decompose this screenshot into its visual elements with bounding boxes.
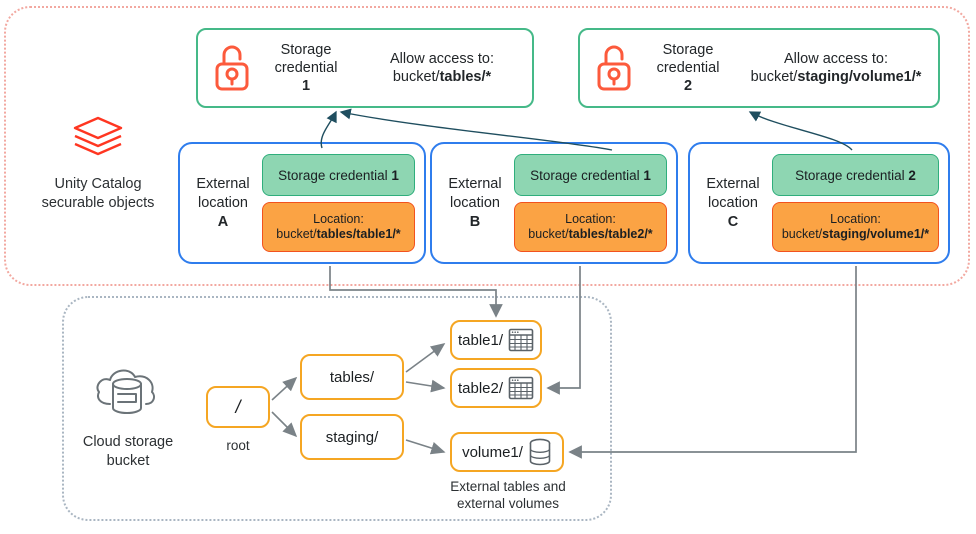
external-location-chips-c: Storage credential 2 Location: bucket/st… — [772, 154, 948, 252]
extloc-name-line2: location — [198, 194, 248, 211]
extloc-letter: B — [469, 213, 481, 230]
credential-title-2: Storage credential 2 — [642, 41, 734, 95]
bucket-node-label: table1/ — [457, 331, 504, 349]
credential-chip-number: 2 — [908, 167, 916, 183]
uc-label-line1: Unity Catalog — [54, 176, 142, 192]
credential-chip-number: 1 — [643, 167, 651, 183]
credential-chip-label: Storage credential — [530, 167, 640, 183]
location-chip-prefix: bucket/ — [528, 227, 569, 241]
location-chip-b[interactable]: Location: bucket/tables/table2/* — [514, 202, 667, 252]
external-location-card-a[interactable]: External location A Storage credential 1… — [178, 142, 426, 264]
unity-catalog-rail-label: Unity Catalog securable objects — [18, 175, 178, 213]
bucket-node-tables[interactable]: tables/ — [300, 354, 404, 400]
external-location-name-a: External location A — [180, 175, 262, 232]
location-chip-path: bucket/tables/table1/* — [276, 227, 400, 242]
credential-chip-number: 1 — [391, 167, 399, 183]
bucket-node-table1[interactable]: table1/ — [450, 320, 542, 360]
bucket-node-root[interactable]: / — [206, 386, 270, 428]
credential-allow-2: Allow access to: bucket/staging/volume1/… — [734, 50, 938, 86]
external-assets-caption-line2: external volumes — [456, 496, 560, 511]
lock-icon — [594, 43, 634, 93]
credential-chip-a[interactable]: Storage credential 1 — [262, 154, 415, 196]
extloc-name-line2: location — [450, 194, 500, 211]
table-icon — [508, 376, 534, 400]
extloc-name-line1: External — [448, 175, 502, 192]
location-chip-bold: staging/volume1/* — [822, 227, 930, 241]
location-chip-prefix: bucket/ — [781, 227, 823, 241]
credential-number: 1 — [301, 78, 311, 94]
location-chip-label: Location: — [830, 212, 881, 226]
location-chip-label: Location: — [313, 212, 364, 226]
bucket-node-label: / — [235, 396, 241, 417]
external-assets-caption-line1: External tables and — [450, 479, 566, 494]
credential-chip-label: Storage credential — [795, 167, 905, 183]
credential-title-line1: Storage — [662, 42, 714, 58]
storage-credential-card-1[interactable]: Storage credential 1 Allow access to: bu… — [196, 28, 534, 108]
credential-chip-b[interactable]: Storage credential 1 — [514, 154, 667, 196]
storage-credential-card-2[interactable]: Storage credential 2 Allow access to: bu… — [578, 28, 940, 108]
credential-title-line2: credential — [656, 60, 720, 76]
database-icon — [528, 438, 552, 466]
bucket-node-label: volume1/ — [462, 443, 523, 461]
databricks-layers-icon — [71, 116, 125, 166]
lock-icon — [212, 43, 252, 93]
extloc-name-line1: External — [706, 175, 760, 192]
location-chip-path: bucket/staging/volume1/* — [782, 227, 929, 242]
cloud-label-line1: Cloud storage — [82, 434, 174, 450]
root-caption: root — [226, 438, 250, 453]
uc-label-line2: securable objects — [41, 195, 155, 211]
credential-title-line1: Storage — [280, 42, 332, 58]
bucket-node-staging[interactable]: staging/ — [300, 414, 404, 460]
cloud-database-icon — [86, 369, 170, 424]
bucket-node-label: staging/ — [325, 428, 379, 446]
credential-allow-path: staging/volume1/* — [797, 69, 922, 85]
credential-chip-label: Storage credential — [278, 167, 388, 183]
external-location-card-c[interactable]: External location C Storage credential 2… — [688, 142, 950, 264]
external-assets-caption: External tables and external volumes — [418, 478, 598, 512]
external-location-name-c: External location C — [690, 175, 772, 232]
wire-loc-c-to-volume1 — [568, 266, 857, 459]
extloc-name-line1: External — [196, 175, 250, 192]
location-chip-path: bucket/tables/table2/* — [528, 227, 652, 242]
bucket-node-table2[interactable]: table2/ — [450, 368, 542, 408]
location-chip-label: Location: — [565, 212, 616, 226]
external-location-name-b: External location B — [432, 175, 514, 232]
credential-allow-prefix: bucket/ — [392, 69, 440, 85]
credential-allow-prefix: bucket/ — [750, 69, 798, 85]
extloc-letter: A — [217, 213, 229, 230]
table-icon — [508, 328, 534, 352]
cloud-storage-rail: Cloud storage bucket — [48, 362, 208, 471]
extloc-name-line2: location — [708, 194, 758, 211]
bucket-node-label: tables/ — [329, 368, 375, 386]
cloud-storage-rail-label: Cloud storage bucket — [48, 433, 208, 471]
location-chip-bold: tables/table2/* — [568, 227, 653, 241]
credential-allow-path: tables/* — [439, 69, 492, 85]
cloud-label-line2: bucket — [106, 453, 150, 469]
credential-allow-label: Allow access to: — [390, 51, 494, 67]
credential-number: 2 — [683, 78, 693, 94]
location-chip-a[interactable]: Location: bucket/tables/table1/* — [262, 202, 415, 252]
credential-title-line2: credential — [274, 60, 338, 76]
bucket-node-volume1[interactable]: volume1/ — [450, 432, 564, 472]
location-chip-c[interactable]: Location: bucket/staging/volume1/* — [772, 202, 939, 252]
extloc-letter: C — [727, 213, 739, 230]
location-chip-prefix: bucket/ — [276, 227, 317, 241]
external-location-card-b[interactable]: External location B Storage credential 1… — [430, 142, 678, 264]
credential-title-1: Storage credential 1 — [260, 41, 352, 95]
external-location-chips-a: Storage credential 1 Location: bucket/ta… — [262, 154, 424, 252]
unity-catalog-rail: Unity Catalog securable objects — [18, 114, 178, 213]
credential-allow-label: Allow access to: — [784, 51, 888, 67]
bucket-node-label: table2/ — [457, 379, 504, 397]
credential-allow-1: Allow access to: bucket/tables/* — [352, 50, 532, 86]
location-chip-bold: tables/table1/* — [316, 227, 401, 241]
credential-chip-c[interactable]: Storage credential 2 — [772, 154, 939, 196]
external-location-chips-b: Storage credential 1 Location: bucket/ta… — [514, 154, 676, 252]
